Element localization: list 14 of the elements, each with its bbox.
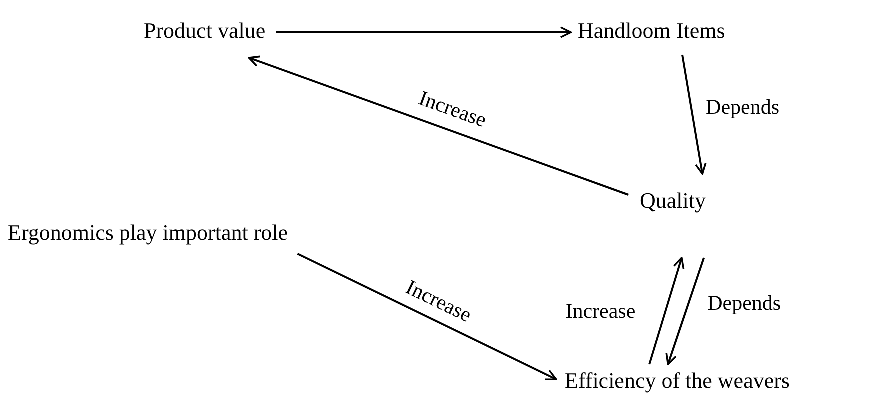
node-text: Efficiency of the weavers [565,368,790,393]
arrow [666,258,706,366]
arrow [248,56,629,196]
node-text: Product value [144,18,266,43]
edge-label: Depends [706,94,780,118]
edge-label: Depends [708,291,782,316]
node-text: Ergonomics play important role [8,220,288,245]
arrow [682,54,707,175]
edge-label: Increase [566,299,636,324]
arrow [297,253,558,381]
node-text: Handloom Items [578,18,726,43]
arrow [276,26,572,38]
arrow [648,257,685,365]
node-text: Quality [640,188,706,213]
